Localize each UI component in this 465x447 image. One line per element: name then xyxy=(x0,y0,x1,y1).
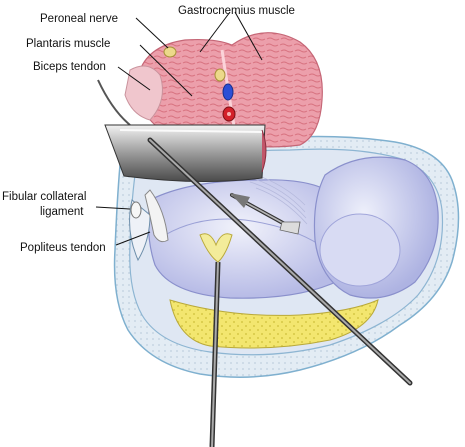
shaver-instrument xyxy=(199,233,233,447)
label-peroneal-nerve: Peroneal nerve xyxy=(40,13,118,25)
label-fibular-collateral-ligament-line1: Fibular collateral xyxy=(2,191,86,203)
label-gastrocnemius-muscle: Gastrocnemius muscle xyxy=(178,5,295,17)
label-plantaris-muscle: Plantaris muscle xyxy=(26,38,110,50)
probe-instrument xyxy=(230,193,301,235)
neurovascular-bundle xyxy=(163,46,236,122)
lateral-structures xyxy=(129,189,169,262)
arthroscope xyxy=(147,137,413,386)
tibial-nerve-structure xyxy=(214,68,226,82)
femoral-condyle xyxy=(313,156,439,299)
retractor-instrument xyxy=(97,79,267,183)
peroneal-nerve-structure xyxy=(163,46,177,58)
fibular-collateral-ligament-structure xyxy=(130,201,142,219)
label-popliteus-tendon: Popliteus tendon xyxy=(20,242,106,254)
popliteal-vein xyxy=(222,83,234,101)
infrapatellar-fat-pad xyxy=(169,299,379,349)
label-biceps-tendon: Biceps tendon xyxy=(33,61,106,73)
leader-lines xyxy=(95,11,263,246)
biceps-femoris-muscle xyxy=(124,65,163,121)
popliteus-tendon-structure xyxy=(144,189,169,243)
label-fibular-collateral-ligament-line2: ligament xyxy=(40,206,84,218)
